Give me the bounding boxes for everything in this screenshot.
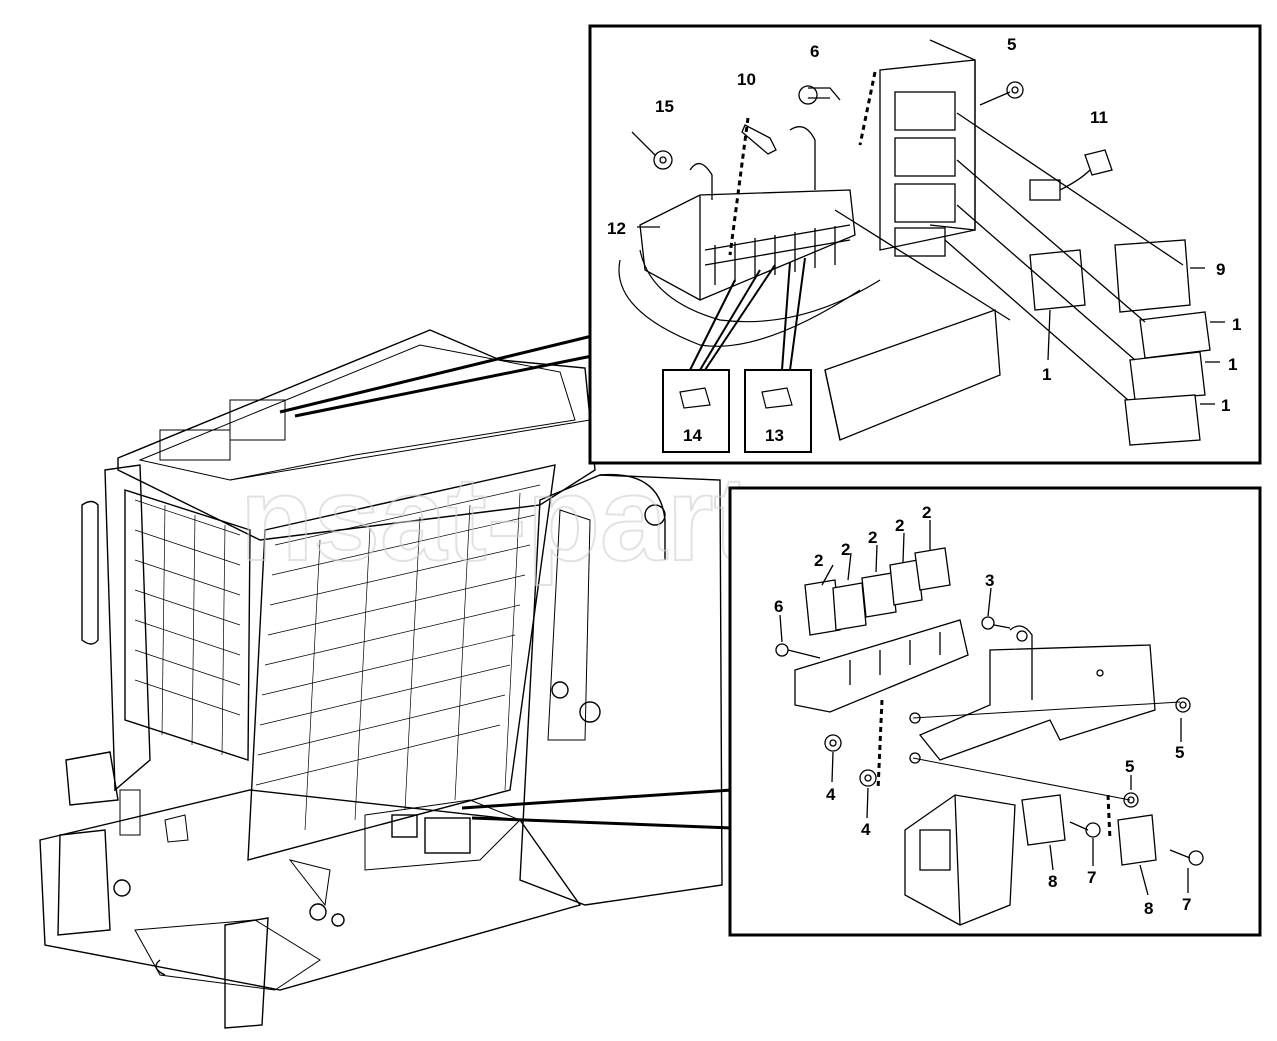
callout-11: 11 (1090, 108, 1108, 127)
callout-1: 1 (1228, 355, 1237, 374)
callout-6: 6 (810, 42, 819, 61)
machine-frame (39, 329, 723, 1029)
callout-2: 2 (895, 516, 904, 535)
fuse-box-13 (744, 369, 812, 453)
callout-10: 10 (737, 70, 756, 89)
callout-2: 2 (922, 503, 931, 522)
callout-13: 13 (765, 426, 784, 445)
callout-2: 2 (814, 551, 823, 570)
callout-8: 8 (1144, 899, 1153, 918)
relay-bracket-assembly (775, 520, 1204, 926)
callout-7: 7 (1087, 868, 1096, 887)
callout-12: 12 (607, 219, 626, 238)
callout-4: 4 (826, 785, 836, 804)
callout-7: 7 (1182, 895, 1191, 914)
inset-top: 15 10 6 5 11 12 9 1 1 1 1 14 13 (588, 24, 1262, 465)
callout-5: 5 (1175, 743, 1184, 762)
fuse-relay-box (618, 39, 1225, 446)
callout-1: 1 (1221, 396, 1230, 415)
callout-5: 5 (1007, 35, 1016, 54)
callout-9: 9 (1216, 260, 1225, 279)
callout-1: 1 (1042, 365, 1051, 384)
fuse-box-14 (662, 369, 730, 453)
grille-pattern (134, 484, 541, 831)
callout-2: 2 (841, 540, 850, 559)
callout-3: 3 (985, 571, 994, 590)
callout-14: 14 (683, 426, 702, 445)
callout-1: 1 (1232, 315, 1241, 334)
callout-4: 4 (861, 820, 871, 839)
callout-15: 15 (655, 97, 674, 116)
callout-6: 6 (774, 597, 783, 616)
inset-bottom: 2 2 2 2 2 3 6 5 5 4 4 8 7 8 7 (728, 486, 1262, 937)
callout-2: 2 (868, 528, 877, 547)
callout-5: 5 (1125, 757, 1134, 776)
inset-leaders (279, 334, 733, 830)
callout-8: 8 (1048, 872, 1057, 891)
